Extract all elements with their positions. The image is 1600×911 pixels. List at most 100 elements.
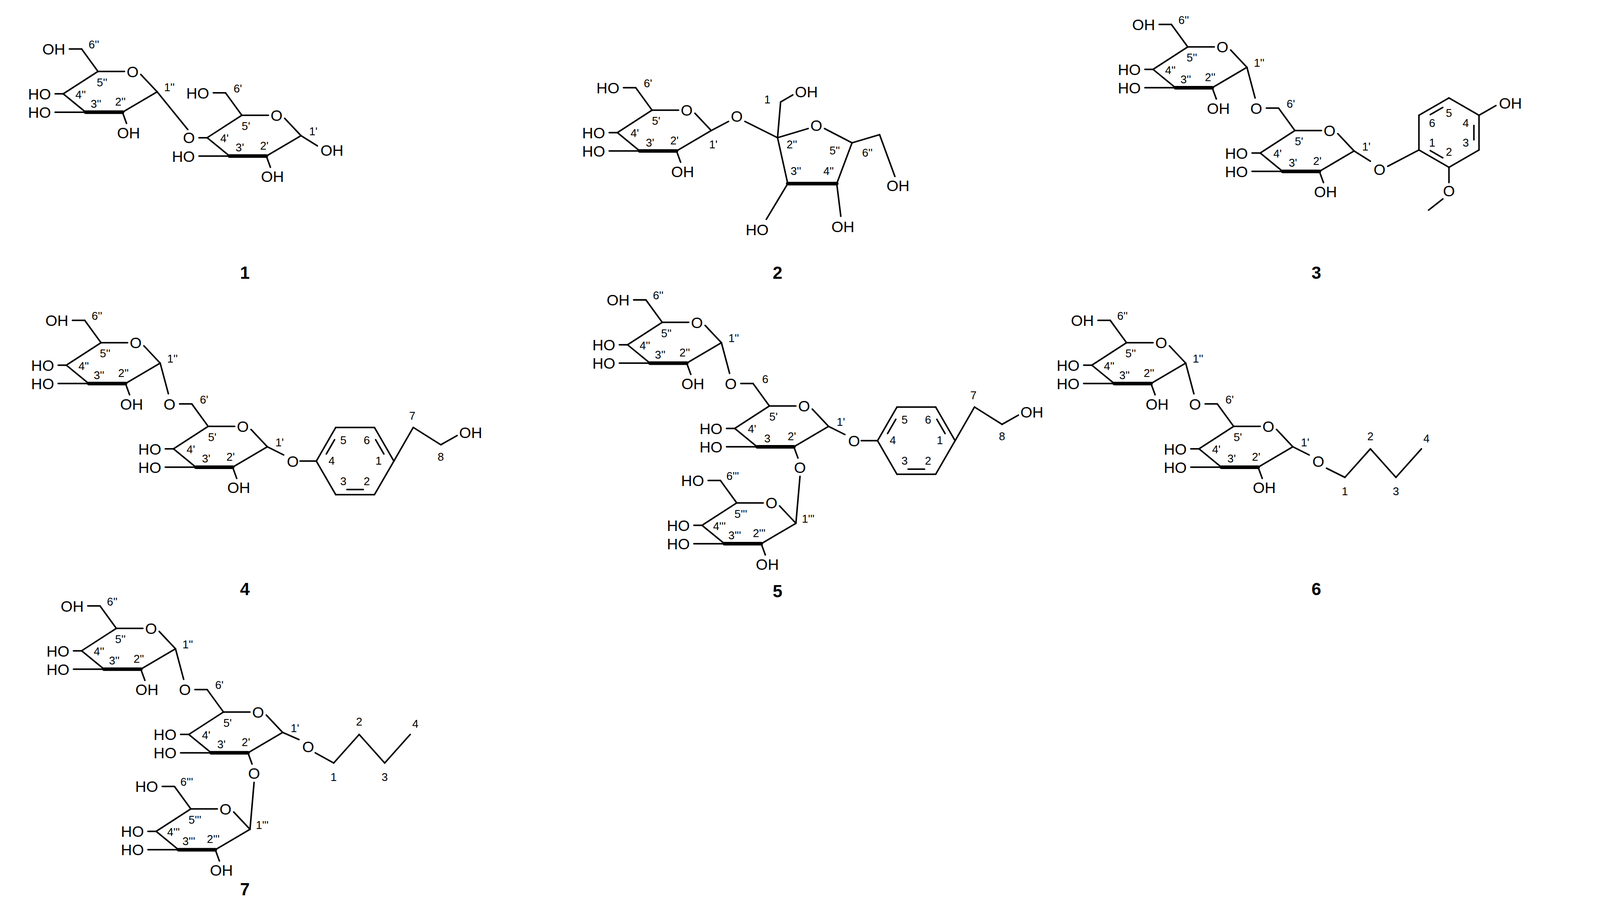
atom-label: O [1373,161,1386,178]
locant-number: 3 [381,772,388,784]
bond-line [144,346,161,364]
compound-number: 2 [772,264,783,283]
locant-number: 6'' [652,290,664,302]
locant-number: 4'' [75,89,86,101]
atom-label: OH [320,142,344,158]
bond-line [87,605,100,608]
bond-line [73,650,82,653]
locant-number: 2' [787,431,797,443]
bond-line [694,113,711,131]
bond-line [1205,403,1218,406]
atom-label: HO [186,85,210,101]
atom-label: O [182,130,195,146]
bond-line [147,830,157,833]
bond-line [346,488,364,491]
locant-number: 1'' [164,82,175,94]
atom-label: O [1312,453,1325,469]
atom-label: O [1442,183,1455,199]
locant-number: 4' [220,133,229,145]
bond-line [736,502,764,505]
locant-number: 5 [901,415,908,427]
locant-number: 6''' [726,470,739,483]
locant-number: 4' [202,730,211,742]
bond-line [266,135,301,157]
locant-number: 3 [1392,486,1399,498]
locant-number: 2 [363,475,370,488]
bond-line [1418,97,1449,116]
bond-line [793,446,798,459]
locant-number: 3' [202,453,211,465]
bond-line [1354,151,1371,162]
locant-number: 6 [363,435,370,447]
locant-number: 8 [437,451,444,464]
locant-number: 4''' [167,827,180,839]
atom-label: HO [27,86,52,102]
bond-line [81,48,98,72]
atom-label: HO [135,779,159,795]
bond-line [207,689,224,712]
bond-line [645,299,663,323]
bond-line [780,94,794,102]
bond-line [777,137,788,184]
bond-line [1344,449,1370,478]
bond-line [793,426,829,447]
locant-number: 5'' [1186,52,1198,64]
bond-line [777,128,809,138]
atom-label: O [793,459,806,475]
bond-line [199,137,208,139]
bold-bond [211,751,248,755]
bond-line [721,343,730,374]
bond-line [1428,199,1443,211]
bond-line [1252,170,1283,173]
bond-line [147,849,179,852]
locant-number: 3' [645,137,655,149]
atom-label: OH [1499,95,1523,111]
bond-line [1278,108,1295,131]
atom-label: OH [1071,312,1095,329]
locant-number: 3 [340,475,347,488]
atom-label: O [129,335,142,351]
bond-line [125,363,161,384]
compound-number: 4 [240,580,250,599]
locant-number: 5' [223,717,232,730]
bond-line [266,715,283,733]
bond-line [195,689,208,691]
atom-label: HO [1056,357,1080,373]
bond-line [116,627,144,630]
bond-line [174,786,191,810]
atom-label: HO [120,842,145,858]
atom-label: HO [138,459,162,475]
bold-bond [195,465,233,470]
bold-bond [649,361,687,365]
bond-line [1478,115,1480,150]
bond-line [1472,125,1475,140]
atom-label: OH [1314,184,1338,200]
locant-number: 8 [999,431,1006,443]
bond-line [609,131,618,134]
bond-line [1212,87,1217,100]
locant-number: 1' [709,139,718,151]
locant-number: 3''' [182,836,196,848]
atom-label: OH [671,163,695,179]
bond-line [213,92,226,94]
locant-number: 4 [1462,117,1469,129]
bond-line [824,128,852,144]
bold-bond [103,667,141,672]
locant-number: 5'' [829,145,840,157]
bond-line [250,429,268,447]
atom-label: O [178,682,191,698]
bond-line [1190,466,1222,469]
bond-line [159,631,176,649]
locant-number: 6' [643,78,653,90]
bond-line [1233,425,1261,428]
bond-line [215,829,250,851]
locant-number: 2' [1313,155,1322,168]
bond-line [232,446,268,468]
bond-line [705,325,722,344]
locant-number: 1'' [182,639,193,651]
bond-line [812,409,829,427]
bold-bond [1175,85,1213,90]
bond-line [726,427,735,430]
bond-line [359,734,385,763]
locant-number: 4 [328,455,335,467]
